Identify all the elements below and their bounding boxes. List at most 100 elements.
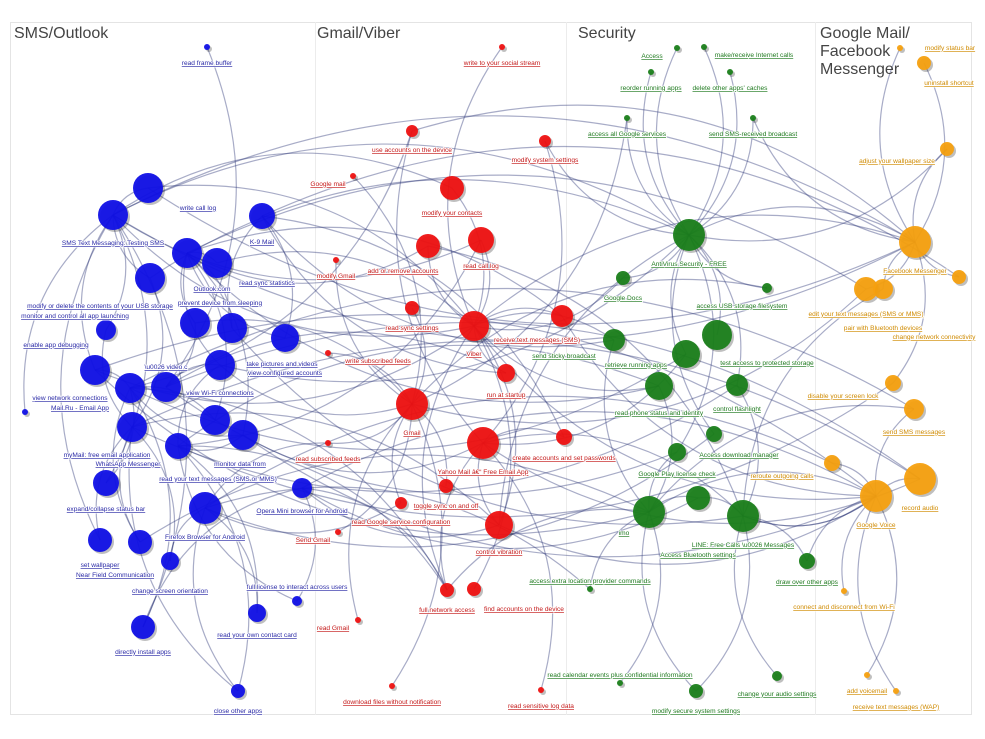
node-o15[interactable] <box>893 688 901 696</box>
node-g1[interactable] <box>674 45 682 53</box>
node-g3[interactable] <box>648 69 656 77</box>
node-circle[interactable] <box>645 372 673 400</box>
node-circle[interactable] <box>860 480 892 512</box>
node-circle[interactable] <box>616 271 630 285</box>
node-circle[interactable] <box>333 257 339 263</box>
node-circle[interactable] <box>556 429 572 445</box>
node-circle[interactable] <box>128 530 152 554</box>
node-b7[interactable] <box>96 320 118 342</box>
node-b20[interactable] <box>93 470 121 498</box>
node-b19[interactable] <box>165 433 193 461</box>
node-circle[interactable] <box>706 426 722 442</box>
node-circle[interactable] <box>624 115 630 121</box>
node-circle[interactable] <box>459 311 489 341</box>
node-b9[interactable] <box>217 313 249 345</box>
node-circle[interactable] <box>854 277 878 301</box>
node-circle[interactable] <box>538 687 544 693</box>
node-circle[interactable] <box>204 44 210 50</box>
node-circle[interactable] <box>396 388 428 420</box>
node-b1[interactable] <box>133 173 165 205</box>
node-b23[interactable] <box>88 528 114 554</box>
node-circle[interactable] <box>824 455 840 471</box>
node-circle[interactable] <box>702 320 732 350</box>
node-b3[interactable] <box>249 203 277 231</box>
node-g22[interactable] <box>617 680 625 688</box>
node-circle[interactable] <box>762 283 772 293</box>
node-circle[interactable] <box>22 409 28 415</box>
node-circle[interactable] <box>96 320 116 340</box>
node-circle[interactable] <box>325 350 331 356</box>
node-circle[interactable] <box>161 552 179 570</box>
node-r2[interactable] <box>406 125 420 139</box>
node-circle[interactable] <box>617 680 623 686</box>
node-circle[interactable] <box>893 688 899 694</box>
node-circle[interactable] <box>873 279 893 299</box>
node-r14[interactable] <box>497 364 517 384</box>
node-g18[interactable] <box>686 486 712 512</box>
node-b5[interactable] <box>202 248 234 280</box>
node-circle[interactable] <box>416 234 440 258</box>
node-circle[interactable] <box>633 496 665 528</box>
node-b26[interactable] <box>248 604 268 624</box>
node-g4[interactable] <box>727 69 735 77</box>
node-b11[interactable] <box>205 350 237 382</box>
node-g6[interactable] <box>750 115 758 123</box>
node-circle[interactable] <box>701 44 707 50</box>
node-g15[interactable] <box>706 426 724 444</box>
node-g8[interactable] <box>616 271 632 287</box>
node-r9[interactable] <box>405 301 421 317</box>
node-circle[interactable] <box>587 586 593 592</box>
node-r20[interactable] <box>485 511 515 541</box>
node-b6[interactable] <box>135 263 167 295</box>
node-circle[interactable] <box>904 463 936 495</box>
node-circle[interactable] <box>88 528 112 552</box>
node-circle[interactable] <box>727 69 733 75</box>
node-b22[interactable] <box>292 478 314 500</box>
node-o7[interactable] <box>873 279 895 301</box>
node-g16[interactable] <box>668 443 688 463</box>
node-circle[interactable] <box>217 313 247 343</box>
node-circle[interactable] <box>603 329 625 351</box>
node-r18[interactable] <box>439 479 455 495</box>
node-circle[interactable] <box>205 350 235 380</box>
node-g14[interactable] <box>726 374 750 398</box>
node-circle[interactable] <box>389 683 395 689</box>
node-r23[interactable] <box>467 582 483 598</box>
node-circle[interactable] <box>673 219 705 251</box>
node-o9[interactable] <box>904 399 926 421</box>
node-circle[interactable] <box>440 583 454 597</box>
node-r13[interactable] <box>325 350 333 358</box>
node-g23[interactable] <box>689 684 705 700</box>
node-circle[interactable] <box>799 553 815 569</box>
node-circle[interactable] <box>271 324 299 352</box>
node-circle[interactable] <box>551 305 573 327</box>
node-g5[interactable] <box>624 115 632 123</box>
node-circle[interactable] <box>940 142 954 156</box>
node-circle[interactable] <box>727 500 759 532</box>
node-o8[interactable] <box>885 375 903 393</box>
node-b28[interactable] <box>131 615 157 641</box>
node-r11[interactable] <box>551 305 575 329</box>
node-r16[interactable] <box>467 427 501 461</box>
node-circle[interactable] <box>395 497 407 509</box>
node-b18[interactable] <box>228 420 260 452</box>
node-g13[interactable] <box>645 372 675 402</box>
node-circle[interactable] <box>917 56 931 70</box>
node-g19[interactable] <box>727 500 761 534</box>
node-circle[interactable] <box>248 604 266 622</box>
node-circle[interactable] <box>133 173 163 203</box>
node-r15[interactable] <box>396 388 430 422</box>
node-circle[interactable] <box>93 470 119 496</box>
node-circle[interactable] <box>292 478 312 498</box>
node-circle[interactable] <box>841 588 847 594</box>
node-b15[interactable] <box>22 409 30 417</box>
node-r24[interactable] <box>355 617 363 625</box>
node-circle[interactable] <box>135 263 165 293</box>
node-b4[interactable] <box>172 238 204 270</box>
node-b2[interactable] <box>98 200 130 232</box>
node-r10[interactable] <box>459 311 491 343</box>
node-g21[interactable] <box>587 586 595 594</box>
node-b12[interactable] <box>80 355 112 387</box>
node-circle[interactable] <box>539 135 551 147</box>
node-circle[interactable] <box>897 45 903 51</box>
